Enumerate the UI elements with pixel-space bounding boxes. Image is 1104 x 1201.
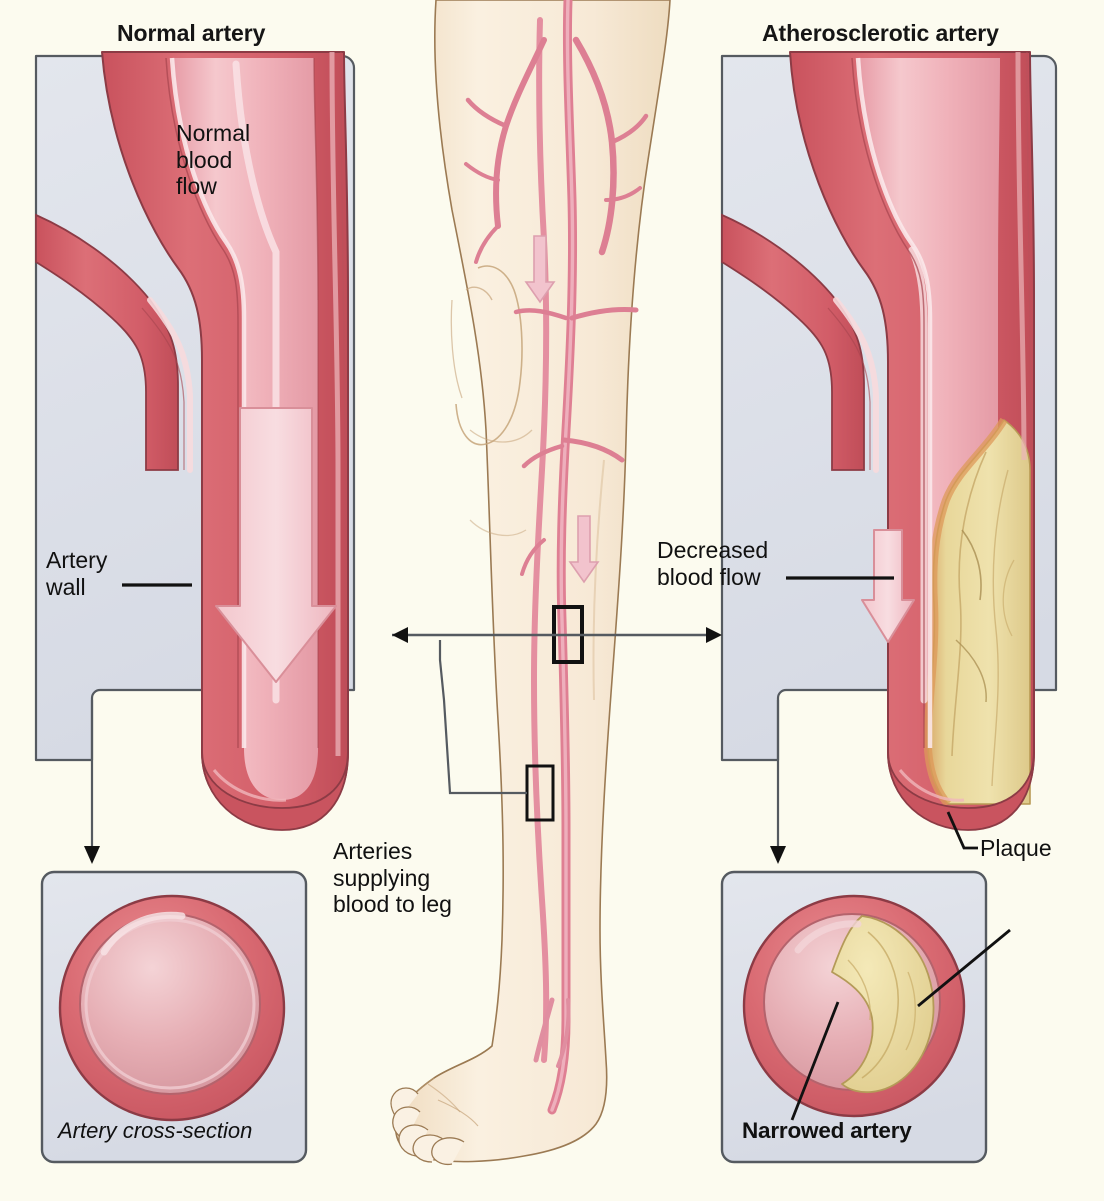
connectors [84, 627, 786, 864]
toe-2 [392, 1106, 421, 1141]
plaque-leader [946, 811, 978, 850]
normal-blood-flow-label: Normal blood flow [176, 120, 251, 200]
left-panel-title: Normal artery [117, 20, 266, 46]
left-cross-section-panel [40, 870, 308, 1164]
left-xsec-caption: Artery cross-section [58, 1118, 253, 1143]
leg-flow-arrow-upper [524, 235, 556, 304]
left-drop-arrowhead [84, 846, 100, 864]
leg-arteries-label: Arteries supplying blood to leg [333, 838, 452, 918]
branch-knee [569, 307, 639, 321]
plaque-label: Plaque [980, 835, 1052, 861]
left-artery-panel [34, 51, 356, 831]
normal-blood-flow-arrow [215, 407, 337, 683]
right-artery-panel [720, 51, 1058, 850]
leg-flow-arrow-lower [568, 515, 600, 584]
right-xsec-plaque [831, 915, 935, 1094]
left-xsec-lumen [79, 913, 261, 1095]
connector-arrow-left [392, 627, 408, 643]
toe-5 [431, 1137, 465, 1166]
left-xsec-highlight [100, 911, 186, 956]
xsec-plaque-leader [917, 928, 1011, 1008]
knee-contour [455, 265, 523, 446]
right-xsec-caption: Narrowed artery [742, 1118, 912, 1143]
artery-wall-label: Artery wall [46, 547, 108, 600]
right-artery-cut-end [887, 751, 1035, 831]
right-panel-title: Atherosclerotic artery [762, 20, 999, 46]
left-artery-cut-end [201, 751, 349, 831]
narrowed-artery-leader [790, 1001, 840, 1121]
leg-illustration [390, 0, 671, 1166]
right-drop-arrowhead [770, 846, 786, 864]
toe-3 [398, 1124, 429, 1157]
connector-arrow-right [706, 627, 722, 643]
branch-calf-right [561, 437, 625, 463]
decreased-blood-flow-label: Decreased blood flow [657, 537, 769, 590]
right-cross-section-panel [720, 870, 1011, 1164]
decreased-blood-flow-arrow [861, 529, 915, 643]
secondary-artery [530, 17, 550, 1063]
